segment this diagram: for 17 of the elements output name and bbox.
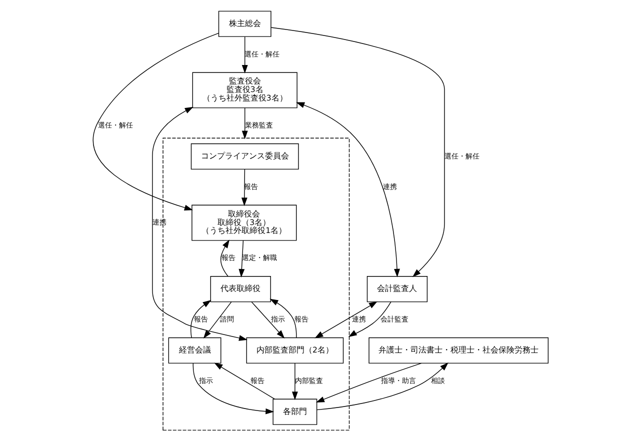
edge-label: 報告 xyxy=(250,376,264,385)
edge-label: 会計監査 xyxy=(380,314,408,324)
edge-label: 選定・解職 xyxy=(241,253,276,262)
edge-label: 報告 xyxy=(221,253,236,262)
edge-label: 指示 xyxy=(270,314,284,324)
edge-label: 連携 xyxy=(352,314,366,324)
edge-label: 指示 xyxy=(198,376,213,385)
edge-label: 報告 xyxy=(194,314,208,324)
edge-label: 選任・解任 xyxy=(244,49,280,58)
edge-label: 連携 xyxy=(382,182,397,191)
edge-label: 選任・解任 xyxy=(97,120,132,130)
edge-label: 相談 xyxy=(430,376,445,385)
edge-label: 諮問 xyxy=(220,314,234,324)
edge-label: 指導・助言 xyxy=(380,376,416,385)
edge-label: 内部監査 xyxy=(294,376,323,385)
edge-label: 報告 xyxy=(294,314,308,324)
edge-label: 業務監査 xyxy=(244,120,272,130)
